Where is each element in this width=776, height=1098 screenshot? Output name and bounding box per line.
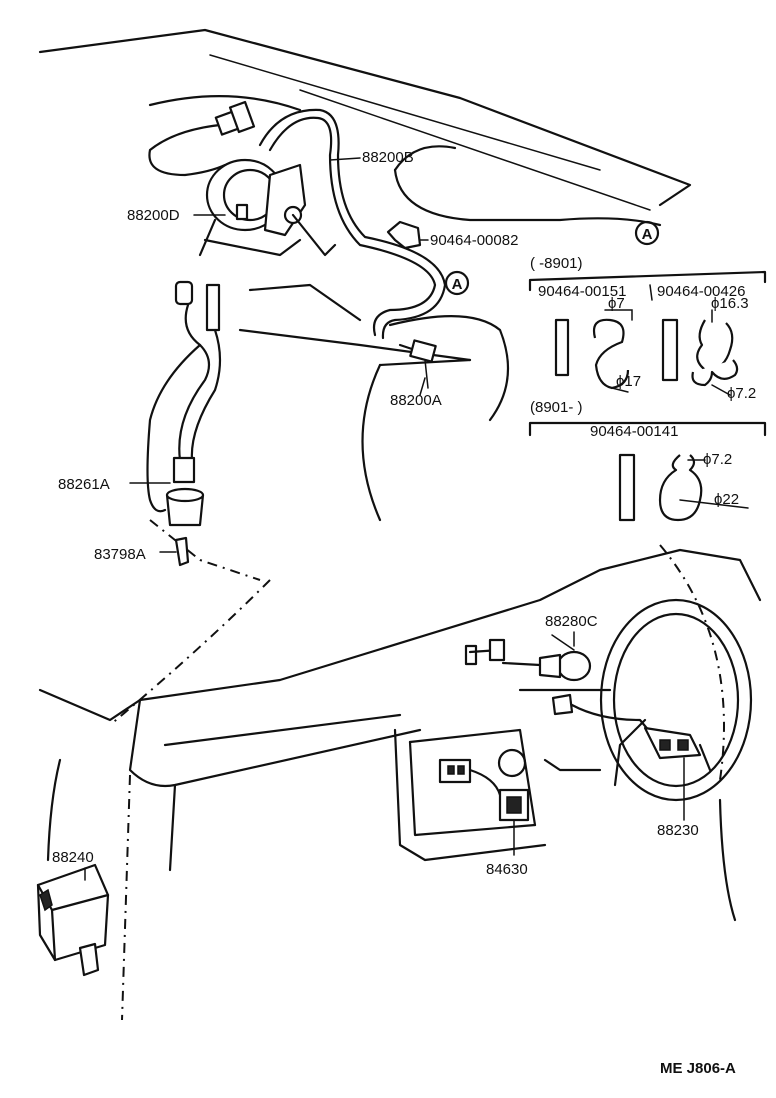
- footer-code: ME J806-A: [660, 1060, 736, 1077]
- dashboard-outline: [38, 544, 762, 1021]
- hose: [258, 108, 447, 340]
- clip-group-1-dim-7-2: ϕ7.2: [727, 385, 756, 402]
- clip-group-2-header: (8901- ): [530, 399, 583, 416]
- label-83798A: 83798A: [94, 546, 146, 563]
- ref-a-top-text: A: [642, 226, 653, 243]
- label-88200B: 88200B: [362, 149, 414, 166]
- label-90464-00082: 90464-00082: [430, 232, 518, 249]
- hood-outline: [38, 28, 692, 581]
- switch-88230: [551, 693, 702, 821]
- label-84630: 84630: [486, 861, 528, 878]
- clip-group-1: [528, 270, 767, 396]
- label-88240: 88240: [52, 849, 94, 866]
- label-88200A: 88200A: [390, 392, 442, 409]
- ref-a-mid-text: A: [452, 276, 463, 293]
- clip-83798A: [159, 536, 190, 567]
- check-valve: [398, 339, 437, 389]
- label-88230: 88230: [657, 822, 699, 839]
- computer-88240: [36, 863, 110, 977]
- ref-a-mid: A: [444, 270, 470, 296]
- clip-group-1-part-left: 90464-00151: [538, 283, 626, 300]
- clip-group-1-dim-16-3: ϕ16.3: [711, 295, 749, 312]
- label-88200D: 88200D: [127, 207, 180, 224]
- control-cable: [129, 280, 222, 527]
- label-88280C: 88280C: [545, 613, 598, 630]
- clip-group-1-part-right: 90464-00426: [657, 283, 745, 300]
- clip-group-2: [528, 421, 767, 522]
- vacuum-pump: [148, 100, 337, 257]
- steering-wheel: [599, 598, 753, 802]
- clip-group-2-part: 90464-00141: [590, 423, 678, 440]
- clip-group-1-header: ( -8901): [530, 255, 583, 272]
- leader-lines: [193, 157, 575, 651]
- clip-group-2-dim-22: ϕ22: [714, 491, 739, 508]
- actuator-88280C: [464, 631, 592, 682]
- clip-90464-00082: [386, 220, 429, 250]
- clip-group-1-dim-17: ϕ17: [616, 373, 641, 390]
- clip-group-2-dim-7-2: ϕ7.2: [703, 451, 732, 468]
- label-88261A: 88261A: [58, 476, 110, 493]
- clip-group-1-dim-7: ϕ7: [608, 295, 625, 312]
- ref-a-top: A: [634, 220, 660, 246]
- switch-84630: [438, 758, 530, 856]
